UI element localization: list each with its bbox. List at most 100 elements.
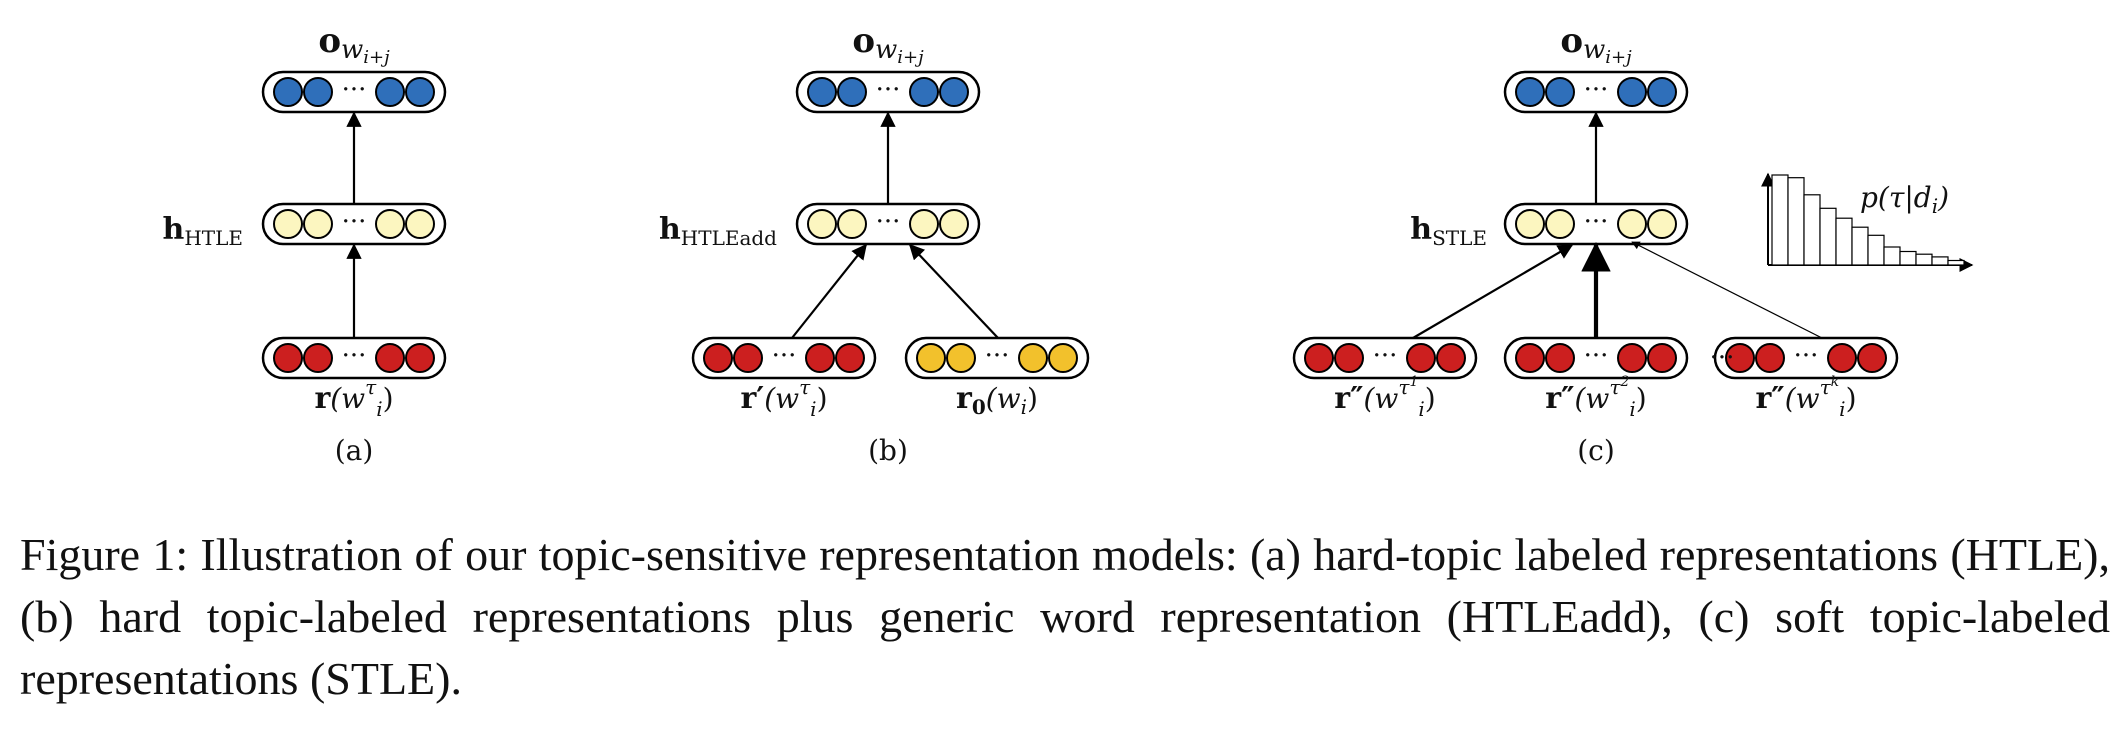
panel-c-inputs-ellipsis: ··· (1710, 343, 1735, 373)
panel-c-input-layer-1-ellipsis: ··· (1373, 341, 1398, 371)
panel-a-hidden-layer-unit-4 (405, 209, 435, 239)
panel-c-input-layer-3-unit-1 (1725, 343, 1755, 373)
histogram-bar-6 (1851, 226, 1869, 266)
panel-a-output-layer: ··· (261, 70, 447, 114)
panel-a-input-layer-unit-3 (375, 343, 405, 373)
panel-a-input-label: r(wτi) (314, 375, 393, 421)
panel-a-output-layer-unit-2 (303, 77, 333, 107)
panel-b-hidden-layer: ··· (795, 202, 981, 246)
panel-c-input-layer-2-ellipsis: ··· (1584, 341, 1609, 371)
histogram-bar-9 (1899, 250, 1917, 266)
panel-b-input-label-2: r0(wi) (956, 381, 1038, 419)
panel-a-input-layer: ··· (261, 336, 447, 380)
panel-c-input-layer-3-unit-3 (1827, 343, 1857, 373)
panel-a-output-layer-ellipsis: ··· (342, 75, 367, 105)
panel-a-input-layer-unit-2 (303, 343, 333, 373)
panel-a-input-layer-ellipsis: ··· (342, 341, 367, 371)
panel-a-input-layer-unit-4 (405, 343, 435, 373)
panel-c-output-layer: ··· (1503, 70, 1689, 114)
panel-b-output-layer-ellipsis: ··· (876, 75, 901, 105)
figure-caption: Figure 1: Illustration of our topic-sens… (20, 529, 2110, 704)
histogram-bar-2 (1787, 177, 1805, 266)
panel-b-input-layer-1: ··· (691, 336, 877, 380)
histogram-bar-12 (1947, 259, 1965, 266)
panel-a-hidden-layer: ··· (261, 202, 447, 246)
panel-b-output-layer-unit-3 (909, 77, 939, 107)
panel-a-caption: (a) (335, 434, 374, 467)
panel-c-input-layer-3-unit-2 (1755, 343, 1785, 373)
panel-c-input-label-3: r″(wτki) (1755, 374, 1856, 421)
histogram-label: p(τ|di) (1860, 181, 1949, 218)
panel-c-input-arrow-1 (1412, 244, 1574, 339)
panel-c-hidden-layer-ellipsis: ··· (1584, 207, 1609, 237)
panel-c-output-layer-unit-1 (1515, 77, 1545, 107)
panel-b-output-layer-unit-2 (837, 77, 867, 107)
panel-b-input-arrow-2 (908, 243, 999, 339)
panel-a-output-layer-unit-3 (375, 77, 405, 107)
panel-a-hidden-layer-unit-2 (303, 209, 333, 239)
panel-c-input-layer-2-unit-2 (1545, 343, 1575, 373)
panel-b-input-layer-2: ··· (904, 336, 1090, 380)
panel-c-input-layer-1: ··· (1292, 336, 1478, 380)
panel-b-input-layer-2-unit-2 (946, 343, 976, 373)
panel-c-input-layer-3: ··· (1713, 336, 1899, 380)
panel-b-hidden-layer-unit-4 (939, 209, 969, 239)
panel-c-input-layer-1-unit-3 (1406, 343, 1436, 373)
panel-a-hidden-layer-unit-1 (273, 209, 303, 239)
panel-a-input-layer-unit-1 (273, 343, 303, 373)
panel-b-input-arrow-1 (791, 243, 867, 339)
histogram-bar-3 (1803, 194, 1821, 266)
panel-c-output-layer-unit-2 (1545, 77, 1575, 107)
histogram-bar-1 (1771, 174, 1789, 266)
panel-c-output-layer-ellipsis: ··· (1584, 75, 1609, 105)
histogram-bar-7 (1867, 234, 1885, 266)
panel-b-caption: (b) (868, 434, 908, 467)
panel-b-output-layer: ··· (795, 70, 981, 114)
panel-c-input-arrow-3 (1631, 241, 1823, 339)
panel-b-hidden-layer-unit-2 (837, 209, 867, 239)
panel-c-input-layer-2-unit-3 (1617, 343, 1647, 373)
panel-b-output-label: owi+j (852, 21, 924, 68)
panel-b-input-label-1: r′(wτi) (740, 375, 827, 421)
panel-a-hidden-label: hHTLE (163, 212, 243, 250)
panel-a-hidden-layer-ellipsis: ··· (342, 207, 367, 237)
panel-b-input-layer-2-ellipsis: ··· (985, 341, 1010, 371)
panel-b-input-layer-2-unit-4 (1048, 343, 1078, 373)
panel-b-input-layer-2-unit-3 (1018, 343, 1048, 373)
panel-b-hidden-layer-ellipsis: ··· (876, 207, 901, 237)
panel-b-input-layer-1-ellipsis: ··· (772, 341, 797, 371)
panel-b-hidden-layer-unit-3 (909, 209, 939, 239)
panel-c-output-label: owi+j (1560, 21, 1632, 68)
panel-b-input-layer-1-unit-1 (703, 343, 733, 373)
panel-c-input-layer-1-unit-4 (1436, 343, 1466, 373)
architecture-diagram: owi+j ··· hHTLE ··· ··· r(wτi) (a) owi+j ··· hHTL… (163, 21, 1974, 467)
panel-b-output-layer-unit-4 (939, 77, 969, 107)
panel-c-input-layer-2-unit-4 (1647, 343, 1677, 373)
panel-b-input-layer-1-unit-4 (835, 343, 865, 373)
panel-c-input-layer-2: ··· (1503, 336, 1689, 380)
panel-b-output-layer-unit-1 (807, 77, 837, 107)
panel-c-input-layer-2-unit-1 (1515, 343, 1545, 373)
panel-c-hidden-layer-unit-3 (1617, 209, 1647, 239)
panel-c-output-layer-unit-4 (1647, 77, 1677, 107)
histogram-bar-11 (1931, 256, 1949, 266)
histogram-bar-10 (1915, 253, 1933, 266)
panel-c-hidden-label: hSTLE (1410, 212, 1487, 250)
panel-b-input-layer-2-unit-1 (916, 343, 946, 373)
panel-c-hidden-layer: ··· (1503, 202, 1689, 246)
panel-c-input-label-1: r″(wτ1i) (1334, 374, 1435, 421)
panel-a-output-label: owi+j (318, 21, 390, 68)
panel-b-hidden-layer-unit-1 (807, 209, 837, 239)
panel-b-input-layer-1-unit-3 (805, 343, 835, 373)
panel-c-input-layer-1-unit-1 (1304, 343, 1334, 373)
histogram-bar-4 (1819, 207, 1837, 266)
panel-c-input-layer-3-unit-4 (1857, 343, 1887, 373)
panel-c-hidden-layer-unit-1 (1515, 209, 1545, 239)
panel-c-input-layer-1-unit-2 (1334, 343, 1364, 373)
panel-a-output-layer-unit-1 (273, 77, 303, 107)
panel-c-input-layer-3-ellipsis: ··· (1794, 341, 1819, 371)
panel-c-caption: (c) (1577, 434, 1615, 467)
panel-b-hidden-label: hHTLEadd (659, 212, 777, 250)
panel-c-input-label-2: r″(wτ2i) (1545, 374, 1646, 421)
